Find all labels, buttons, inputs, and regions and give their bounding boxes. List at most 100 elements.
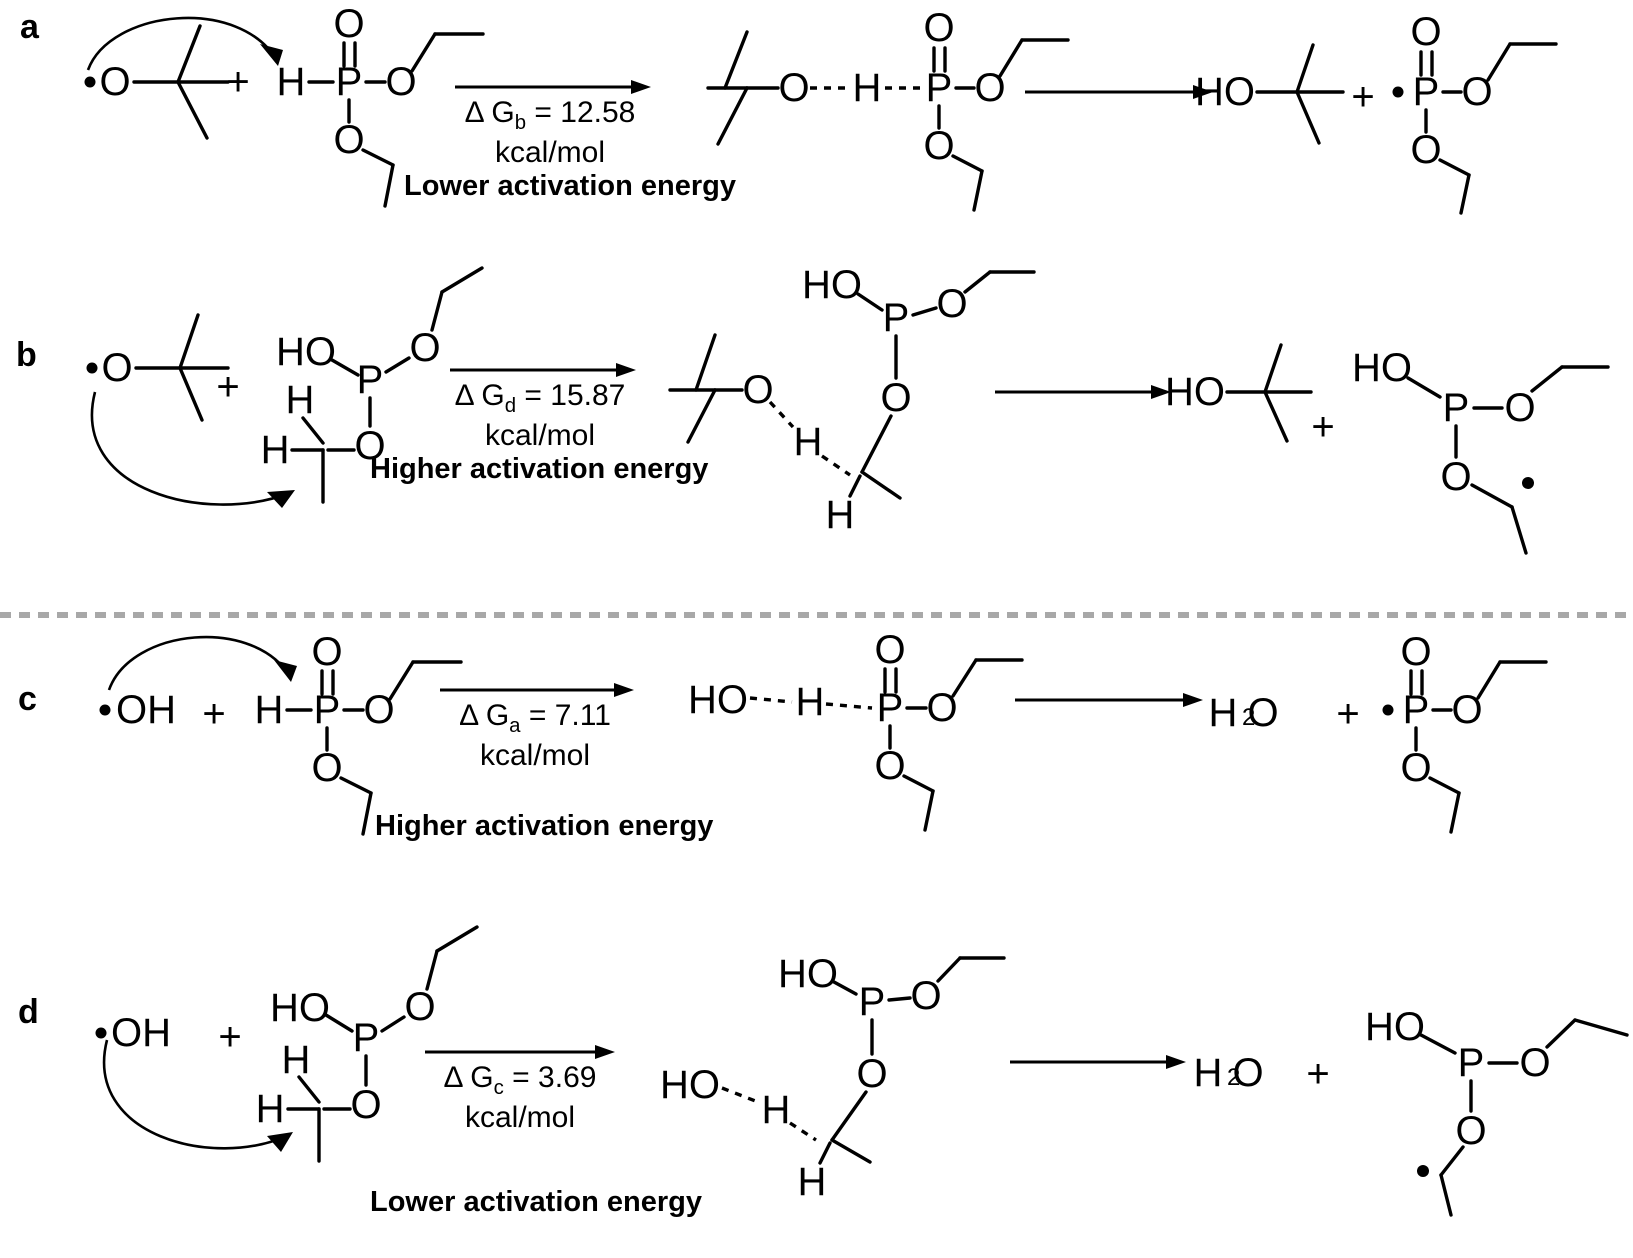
energy-delta: Δ	[443, 1061, 462, 1094]
arrow-head	[1183, 693, 1203, 707]
bond-ch2-ch3	[440, 266, 484, 294]
arrow-head	[1166, 1055, 1186, 1069]
bond-o-ch	[1439, 1145, 1465, 1177]
panel-d-reaction-arrow-2	[1010, 1055, 1186, 1069]
bond-o-ch2-bottom	[1438, 158, 1471, 177]
atom-label-HO-top: HO	[778, 952, 838, 996]
atom-label-H: H	[277, 60, 306, 104]
panel-c-transition-state: HO H P O O O	[688, 628, 1024, 832]
panel-c-product-water: H 2 O	[1209, 691, 1279, 735]
atom-label-HO: HO	[1352, 346, 1412, 390]
mechanism-arrow-head	[267, 490, 295, 508]
panel-d-reactant-hydroxyl-radical: OH	[95, 1011, 171, 1055]
panel-a-transition-state: O H P O O O	[706, 6, 1070, 212]
panel-b-reaction-arrow	[450, 363, 636, 377]
panel-d-plus-2: +	[1306, 1052, 1329, 1096]
bond-c-me-up	[178, 313, 200, 370]
atom-label-H-bridge: H	[762, 1088, 791, 1132]
energy-symbol: G	[491, 96, 515, 129]
bond-c-me-up	[1263, 343, 1283, 394]
activation-note-b: Higher activation energy	[370, 453, 709, 485]
energy-symbol: G	[485, 699, 510, 732]
energy-delta: Δ	[454, 379, 474, 412]
bond-c-h-lower	[848, 474, 862, 498]
atom-label-O: O	[1247, 691, 1278, 735]
energy-units: kcal/mol	[464, 1101, 576, 1135]
atom-label-2: 2	[1242, 704, 1255, 731]
atom-label-O-top: O	[333, 2, 364, 46]
atom-label-O-bottom: O	[1410, 128, 1441, 172]
bond-ho-p	[856, 292, 884, 312]
energy-label-a: Δ Gb = 12.58 kcal/mol	[440, 95, 660, 170]
plus-symbol: +	[1336, 692, 1359, 736]
bond-o-ch2	[1530, 365, 1564, 393]
atom-label-H-lower: H	[826, 493, 855, 537]
bond-ho-p	[832, 980, 858, 996]
bond-o-ch2	[1545, 1018, 1577, 1049]
panel-c-reaction-arrow-2	[1015, 693, 1203, 707]
panel-a-reaction-arrow-2	[1025, 85, 1213, 99]
bond-c-ch3	[1510, 505, 1528, 555]
atom-label-O-top: O	[1410, 10, 1441, 54]
panel-b-plus-1: +	[216, 365, 239, 409]
atom-label-H: H	[255, 688, 284, 732]
energy-value: 7.11	[554, 699, 611, 732]
panel-a-product-tert-butanol: HO	[1195, 43, 1345, 145]
panel-d-reaction-arrow	[425, 1045, 615, 1059]
bond-o-ch	[1470, 483, 1514, 509]
atom-label-O-top: O	[923, 6, 954, 50]
atom-label-P: P	[1403, 688, 1430, 732]
radical-dot-icon	[95, 1027, 107, 1039]
atom-label-P: P	[353, 1016, 380, 1060]
panel-letter-d: d	[18, 993, 39, 1031]
atom-label-O-right: O	[1504, 386, 1535, 430]
radical-dot-icon	[1392, 86, 1404, 98]
atom-label-HO: HO	[276, 330, 336, 374]
bond-ch2-ch3-bottom	[972, 169, 984, 212]
bond-o-ch2-right	[951, 658, 978, 698]
bond-ch2-ch3	[435, 925, 479, 953]
plus-symbol: +	[216, 365, 239, 409]
panel-letter-a: a	[20, 8, 39, 46]
energy-equals: =	[528, 699, 547, 732]
atom-label-H-left: H	[256, 1087, 285, 1131]
energy-subscript: d	[504, 395, 517, 417]
atom-label-HO-top: HO	[802, 263, 862, 307]
plus-symbol: +	[1351, 75, 1374, 119]
panel-b-reactant-phosphonate-tautomer: HO P O O H H	[261, 266, 484, 504]
panel-d-plus-1: +	[218, 1015, 241, 1059]
plus-symbol: +	[226, 60, 249, 104]
bond-ch2-ch3-bottom	[1449, 791, 1461, 834]
arrow-head	[595, 1045, 615, 1059]
bond-ho-p	[330, 358, 360, 377]
bond-c-ch3	[1439, 1173, 1453, 1217]
arrow-head	[616, 363, 636, 377]
bond-o-ch2	[963, 270, 992, 294]
energy-equals: =	[534, 96, 552, 129]
atom-label-H-upper: H	[286, 378, 315, 422]
atom-label-H: H	[1209, 691, 1238, 735]
bond-o-ch2	[430, 290, 444, 332]
atom-label-O-bottom: O	[1400, 746, 1431, 790]
panel-d-product-phosphite-radical: HO P O O	[1365, 1005, 1629, 1217]
partial-bond-o-h	[749, 696, 793, 704]
radical-dot-icon	[99, 704, 111, 716]
energy-delta: Δ	[459, 699, 478, 732]
energy-symbol: G	[481, 379, 505, 412]
atom-label-H-left: H	[261, 428, 290, 472]
energy-value: 15.87	[550, 379, 626, 412]
atom-label-O-right: O	[1519, 1041, 1550, 1085]
bond-c-ch3	[860, 470, 902, 500]
atom-label-O-bottom: O	[333, 118, 364, 162]
atom-label-P: P	[336, 60, 363, 104]
panel-c: c OH + H P O O O Δ Ga = 7.11 kcal/mol	[0, 628, 1633, 920]
bond-p-o-right	[887, 996, 912, 1002]
atom-label-P: P	[1458, 1041, 1485, 1085]
bond-c-ch3	[830, 1138, 872, 1164]
atom-label-O-right: O	[926, 686, 957, 730]
atom-label-O: O	[101, 346, 132, 390]
bond-o-ch2-bottom	[361, 148, 395, 167]
panel-a-curly-arrow	[86, 16, 283, 71]
panel-c-reaction-arrow	[440, 683, 634, 697]
panel-c-curly-arrow	[107, 635, 297, 691]
